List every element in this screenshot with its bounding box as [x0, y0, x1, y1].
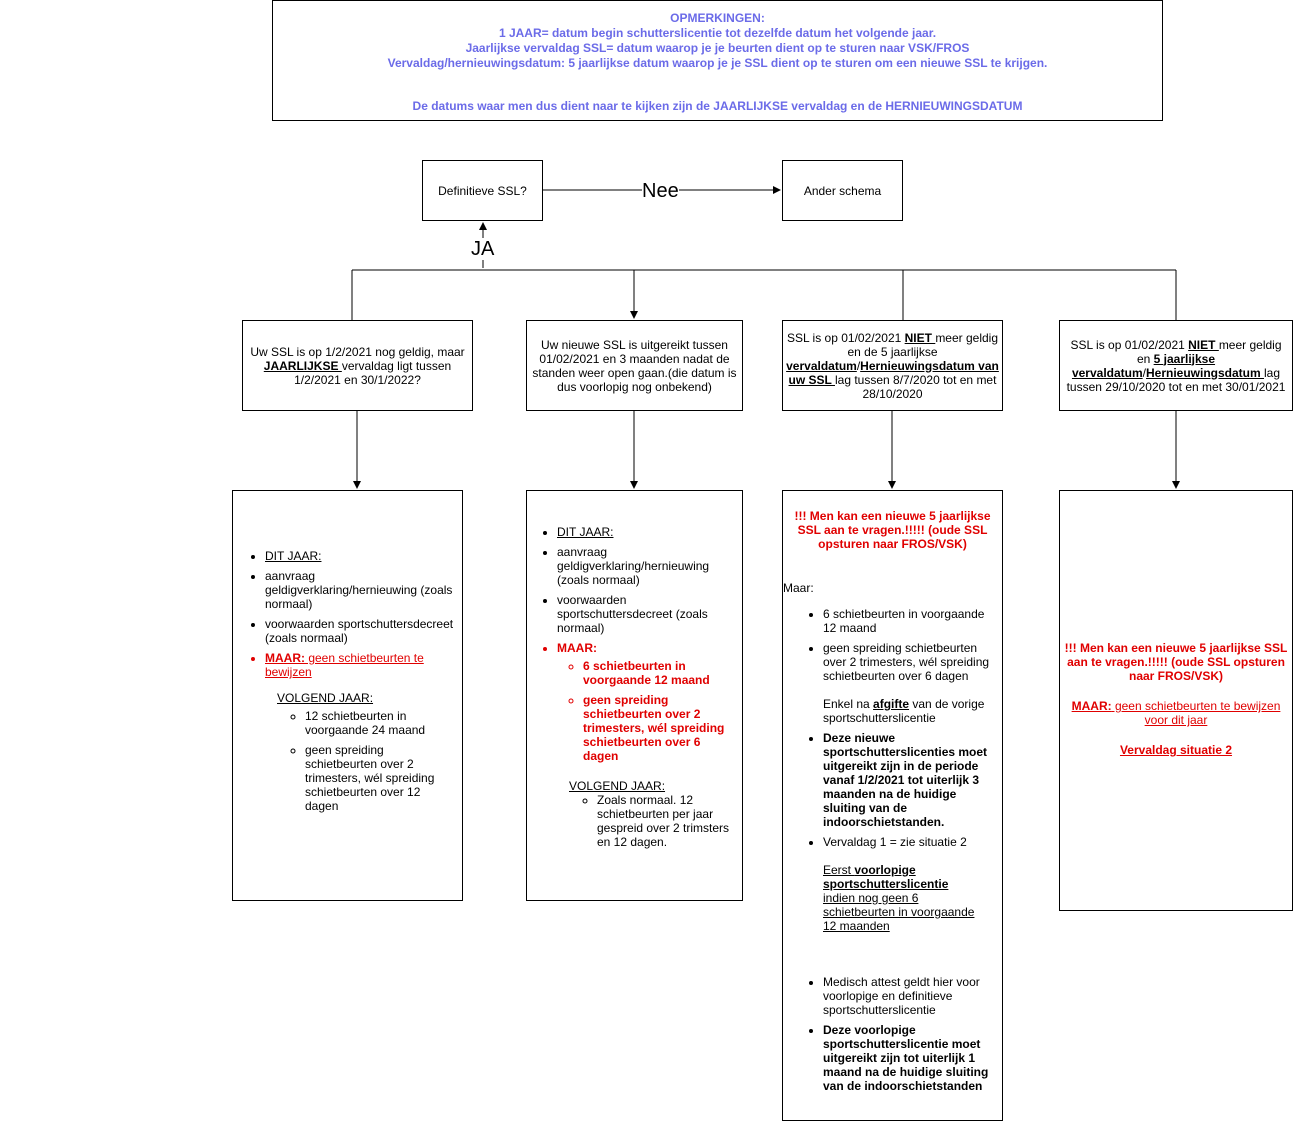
- cond4-b: NIET: [1188, 337, 1219, 352]
- notes-box: OPMERKINGEN: 1 JAAR= datum begin schutte…: [272, 0, 1163, 121]
- res1-maar-rest: geen schietbeurten te bewijzen: [265, 651, 424, 679]
- other-schema-box: Ander schema: [782, 160, 903, 221]
- res1-item-1: aanvraag geldigverklaring/hernieuwing (z…: [265, 569, 454, 611]
- result-2: DIT JAAR: aanvraag geldigverklaring/hern…: [526, 490, 743, 901]
- res2-maar: MAAR: 6 schietbeurten in voorgaande 12 m…: [557, 641, 734, 763]
- res3-item-3: Deze nieuwe sportschutterslicenties moet…: [823, 731, 998, 829]
- ja-label: JA: [471, 238, 495, 260]
- notes-line-2: Jaarlijkse vervaldag SSL= datum waarop j…: [465, 41, 970, 55]
- cond3-e: /: [856, 358, 861, 373]
- cond3-g: lag tussen 8/7/2020 tot en met 28/10/202…: [835, 372, 997, 401]
- cond4-e: /: [1142, 365, 1146, 380]
- res3-maar: Maar:: [783, 581, 814, 595]
- res3-item-6: Deze voorlopige sportschutterslicentie m…: [823, 1023, 998, 1093]
- notes-line-1: 1 JAAR= datum begin schutterslicentie to…: [498, 26, 937, 40]
- res2-sub-2: geen spreiding schietbeurten over 2 trim…: [583, 693, 734, 763]
- res3-item-4: Vervaldag 1 = zie situatie 2: [823, 835, 998, 849]
- cond3-f: Hernieuwingsdatum van uw SSL: [788, 358, 999, 387]
- res3-enkel-b: afgifte: [873, 697, 910, 711]
- res4-vervaldag: Vervaldag situatie 2: [1119, 743, 1233, 757]
- res4-maar-label: MAAR:: [1071, 699, 1112, 713]
- res3-eerst-b: voorlopige sportschutterslicentie: [823, 863, 949, 891]
- res1-volgend-jaar: VOLGEND JAAR:: [277, 691, 374, 705]
- result-3: !!! Men kan een nieuwe 5 jaarlijkse SSL …: [782, 490, 1003, 1121]
- condition-4: SSL is op 01/02/2021 NIET meer geldig en…: [1059, 320, 1293, 411]
- res2-item-2: voorwaarden sportschuttersdecreet (zoals…: [557, 593, 734, 635]
- cond4-c: meer geldig en: [1136, 337, 1282, 366]
- cond2-text: Uw nieuwe SSL is uitgereikt tussen 01/02…: [532, 337, 737, 394]
- res1-dit-jaar: DIT JAAR:: [265, 549, 454, 563]
- res2-sub-3: Zoals normaal. 12 schietbeurten per jaar…: [597, 793, 734, 849]
- res3-heading: !!! Men kan een nieuwe 5 jaarlijkse SSL …: [794, 509, 991, 551]
- cond1-c: vervaldag ligt tussen 1/2/2021 en 30/1/2…: [294, 358, 452, 387]
- res1-maar: MAAR: geen schietbeurten te bewijzen: [265, 651, 454, 679]
- notes-title: OPMERKINGEN:: [670, 11, 765, 25]
- cond3-d: vervaldatum: [786, 358, 857, 373]
- cond4-d: 5 jaarlijkse vervaldatum: [1071, 351, 1216, 380]
- cond3-b: NIET: [904, 330, 936, 345]
- res4-maar: MAAR: geen schietbeurten te bewijzen voo…: [1064, 699, 1288, 727]
- res1-sub-1: 12 schietbeurten in voorgaande 24 maand: [305, 709, 454, 737]
- res1-maar-label: MAAR:: [265, 651, 305, 665]
- res3-eerst-c: indien nog geen 6 schietbeurten in voorg…: [823, 891, 975, 933]
- cond1-b: JAARLIJKSE: [263, 358, 342, 373]
- cond4-g: lag tussen 29/10/2020 tot en met 30/01/2…: [1066, 365, 1286, 394]
- question-text: Definitieve SSL?: [438, 183, 527, 198]
- res3-eerst-a: Eerst: [823, 863, 855, 877]
- res2-volgend-jaar: VOLGEND JAAR:: [569, 779, 666, 793]
- res1-item-2: voorwaarden sportschuttersdecreet (zoals…: [265, 617, 454, 645]
- res2-sub-1: 6 schietbeurten in voorgaande 12 maand: [583, 659, 734, 687]
- res3-item-2: geen spreiding schietbeurten over 2 trim…: [823, 641, 998, 683]
- cond4-f: Hernieuwingsdatum: [1146, 365, 1265, 380]
- nee-label: Nee: [642, 180, 679, 202]
- res2-maar-label: MAAR:: [557, 641, 597, 655]
- res3-enkel-c: van de vorige sportschutterslicentie: [823, 697, 985, 725]
- result-1: DIT JAAR: aanvraag geldigverklaring/hern…: [232, 490, 463, 901]
- res3-item-5: Medisch attest geldt hier voor voorlopig…: [823, 975, 998, 1017]
- notes-line-4: De datums waar men dus dient naar te kij…: [412, 99, 1023, 113]
- cond1-a: Uw SSL is op 1/2/2021 nog geldig, maar: [250, 344, 465, 359]
- res4-heading: !!! Men kan een nieuwe 5 jaarlijkse SSL …: [1064, 641, 1288, 683]
- cond3-c: meer geldig en de 5 jaarlijkse: [847, 330, 999, 359]
- res4-maar-rest: geen schietbeurten te bewijzen voor dit …: [1111, 699, 1281, 727]
- other-schema-text: Ander schema: [803, 183, 882, 198]
- condition-2: Uw nieuwe SSL is uitgereikt tussen 01/02…: [526, 320, 743, 411]
- cond4-a: SSL is op 01/02/2021: [1070, 337, 1189, 352]
- notes-line-3: Vervaldag/hernieuwingsdatum: 5 jaarlijks…: [387, 56, 1048, 70]
- res2-item-1: aanvraag geldigverklaring/hernieuwing (z…: [557, 545, 734, 587]
- condition-3: SSL is op 01/02/2021 NIET meer geldig en…: [782, 320, 1003, 411]
- result-4: !!! Men kan een nieuwe 5 jaarlijkse SSL …: [1059, 490, 1293, 911]
- res2-dit-jaar: DIT JAAR:: [557, 525, 734, 539]
- definitive-ssl-question: Definitieve SSL?: [422, 160, 543, 221]
- res3-enkel-a: Enkel na: [823, 697, 874, 711]
- res3-item-1: 6 schietbeurten in voorgaande 12 maand: [823, 607, 998, 635]
- cond3-a: SSL is op 01/02/2021: [786, 330, 905, 345]
- res3-eerst: Eerst voorlopige sportschutterslicentie …: [783, 863, 1002, 933]
- condition-1: Uw SSL is op 1/2/2021 nog geldig, maar J…: [242, 320, 473, 411]
- res1-sub-2: geen spreiding schietbeurten over 2 trim…: [305, 743, 454, 813]
- res3-enkel: Enkel na afgifte van de vorige sportschu…: [783, 697, 1002, 725]
